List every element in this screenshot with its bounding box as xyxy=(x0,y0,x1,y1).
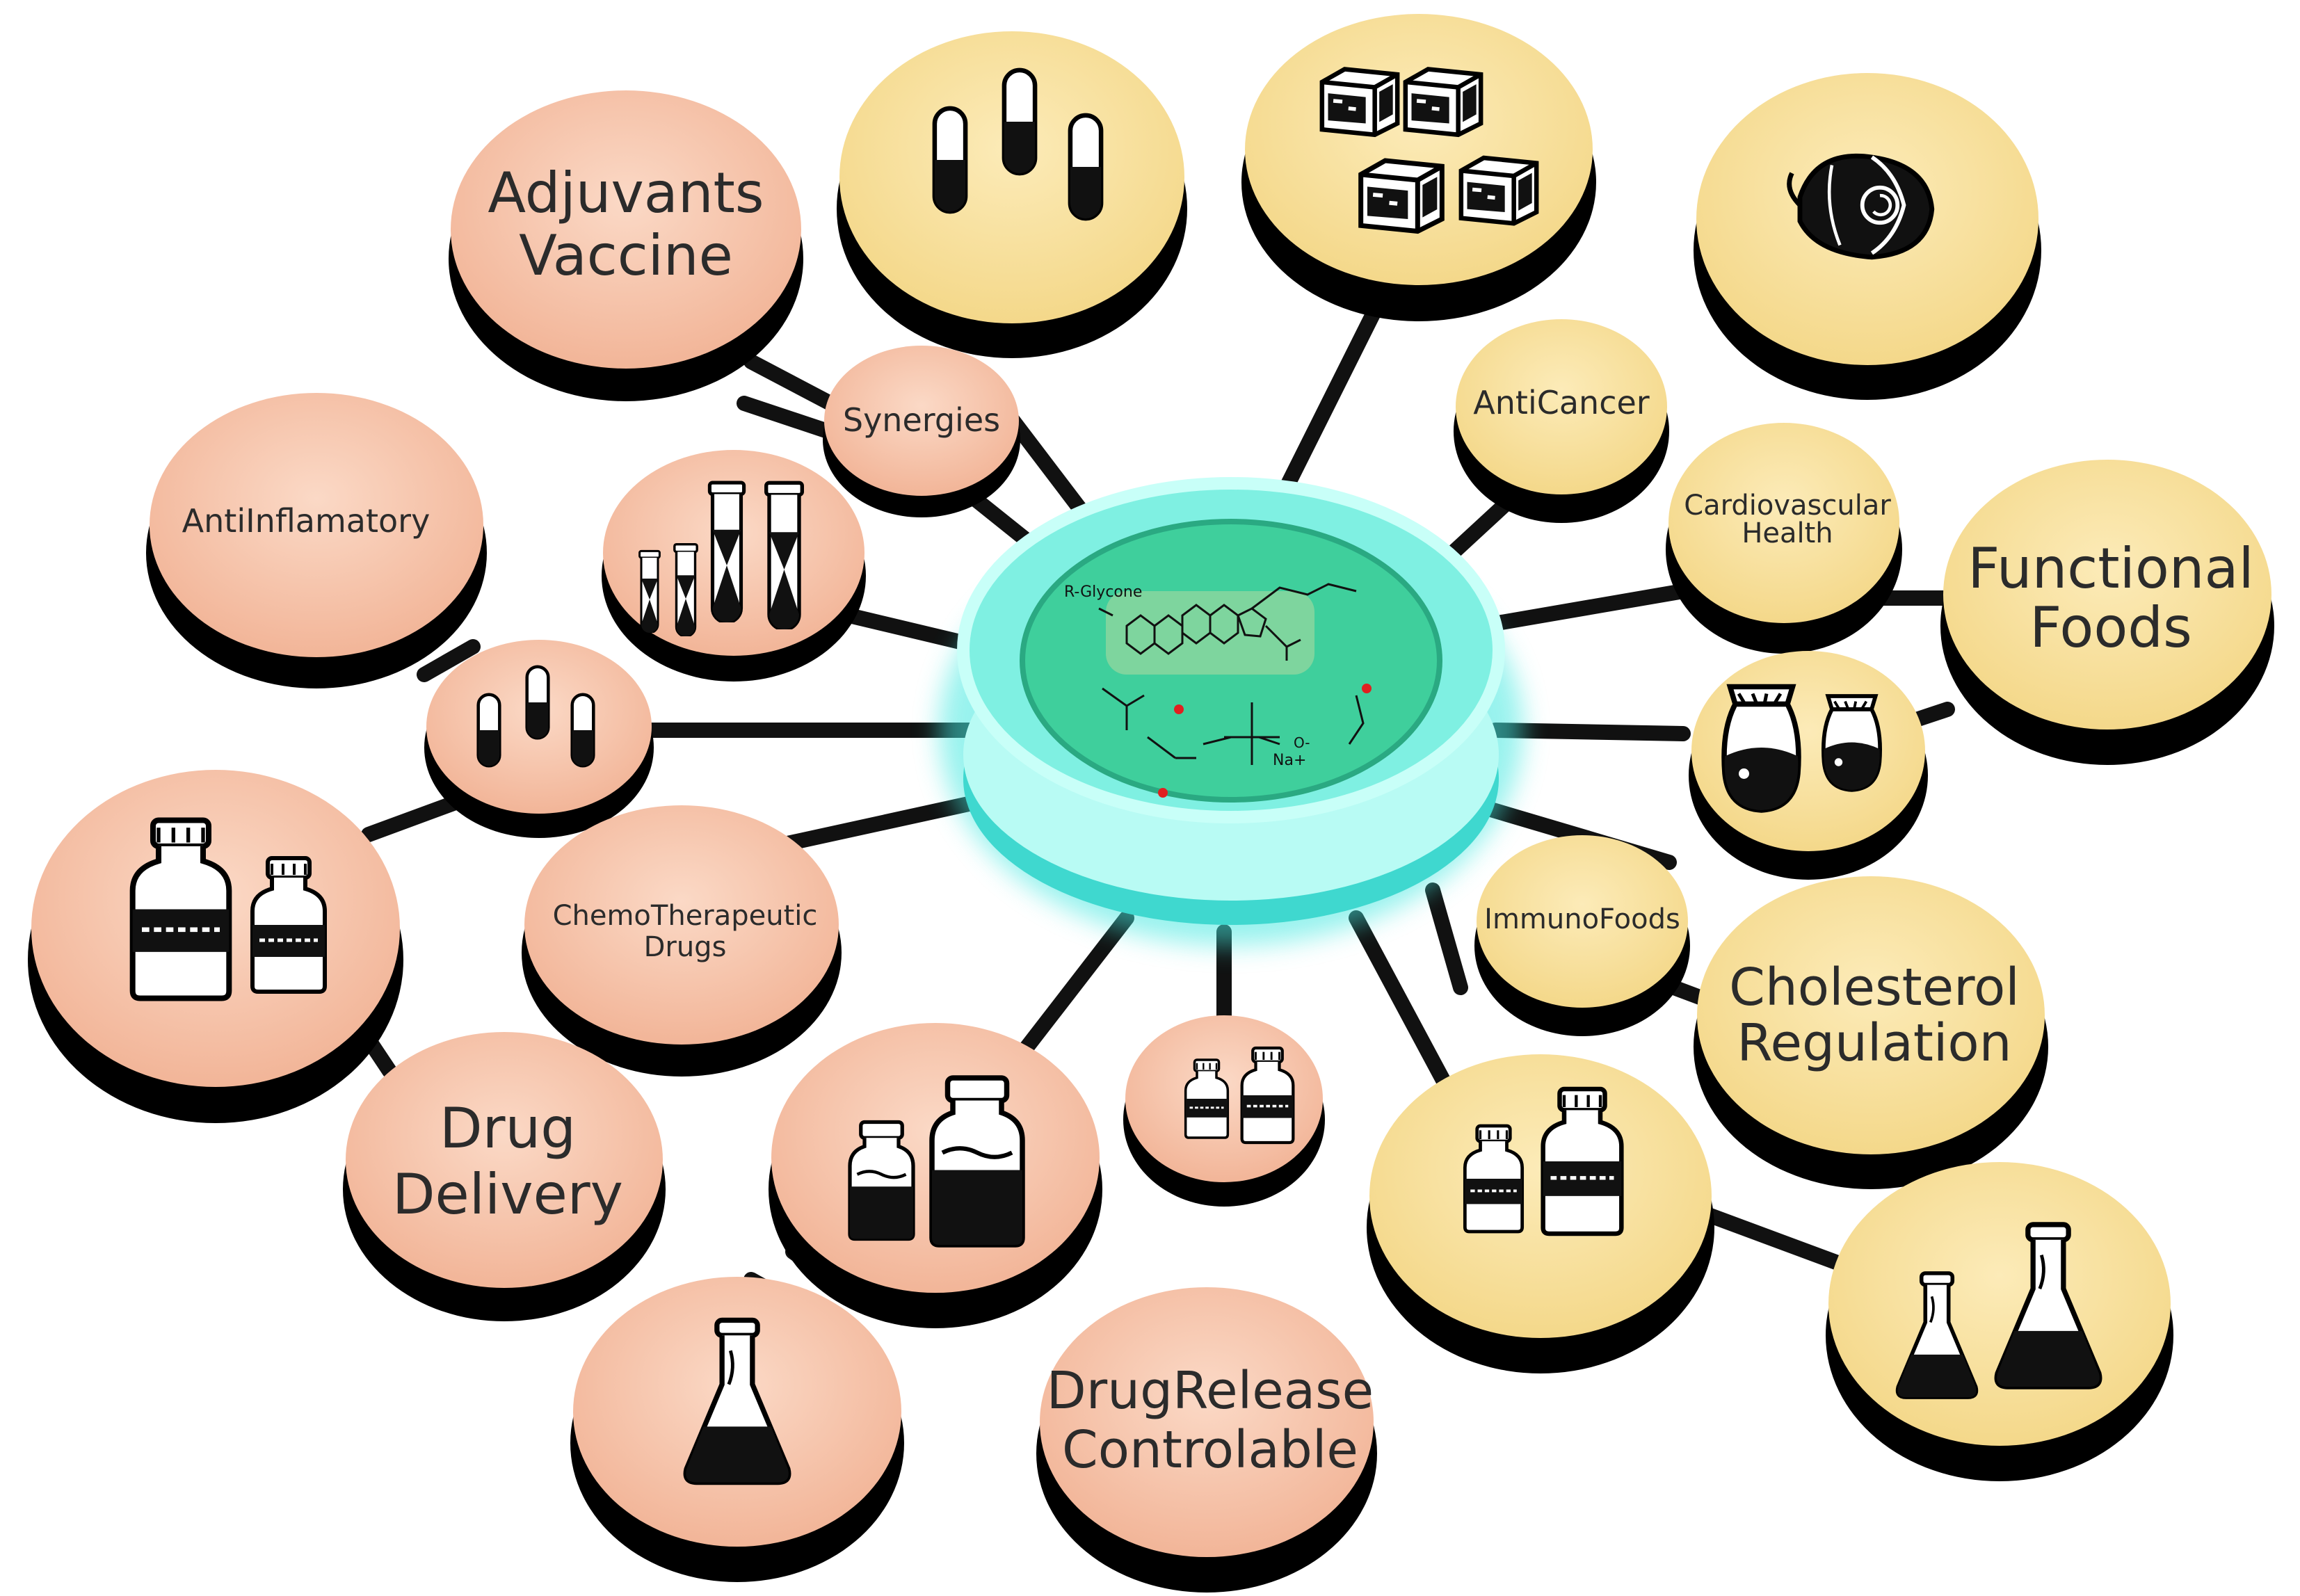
drug-release-label-line1: DrugRelease xyxy=(1047,1361,1374,1421)
node-drug-release: DrugRelease Controlable xyxy=(1036,1287,1377,1593)
oxygen-atom xyxy=(1362,684,1372,693)
node-cholesterol-regulation: Cholesterol Regulation xyxy=(1694,876,2048,1189)
oxygen-atom xyxy=(1174,704,1184,714)
oxygen-atom xyxy=(1158,788,1168,798)
adjuvants-label-line1: Adjuvants xyxy=(488,161,764,225)
node-supplement-bottles xyxy=(1367,1054,1714,1373)
capsule-icon xyxy=(479,695,500,766)
capsule-icon xyxy=(1070,115,1101,218)
node-functional-foods: Functional Foods xyxy=(1940,460,2274,765)
sugar-cube-icon xyxy=(1322,70,1397,135)
chemo-label-line2: Drugs xyxy=(644,931,727,963)
adjuvants-label-line2: Vaccine xyxy=(519,223,733,288)
capsule-icon xyxy=(935,108,965,211)
node-small-bottles xyxy=(1123,1015,1325,1207)
anti-inflammatory-label: AntiInflamatory xyxy=(182,502,431,540)
node-immunofoods: ImmunoFoods xyxy=(1474,835,1690,1036)
capsule-icon xyxy=(527,667,549,739)
cholesterol-label-line1: Cholesterol xyxy=(1729,958,2020,1017)
node-synergies: Synergies xyxy=(823,346,1020,517)
drug-delivery-label-line2: Delivery xyxy=(392,1162,623,1227)
node-garlic xyxy=(1694,73,2041,400)
capsule-icon xyxy=(572,695,594,766)
saponin-molecule xyxy=(1098,583,1365,765)
node-anti-inflammatory: AntiInflamatory xyxy=(146,393,487,688)
node-medicine-bottles xyxy=(28,770,403,1123)
node-capsules xyxy=(837,31,1187,358)
cardiovascular-label-line2: Health xyxy=(1742,517,1833,549)
node-jars xyxy=(769,1023,1102,1328)
functional-foods-label-line2: Foods xyxy=(2029,595,2192,660)
cardiovascular-label-line1: Cardiovascular xyxy=(1684,490,1891,522)
aglycone-label: R-Glycone xyxy=(1064,583,1142,601)
node-chemotherapeutic-drugs: ChemoTherapeutic Drugs xyxy=(522,805,842,1077)
counter-ion-label: Na+ xyxy=(1273,752,1306,769)
immunofoods-label: ImmunoFoods xyxy=(1484,903,1680,935)
test-tube-icon xyxy=(766,483,803,629)
center-hub: R-Glycone Na+ O- xyxy=(939,477,1523,946)
chemo-label-line1: ChemoTherapeutic xyxy=(553,900,818,932)
test-tube-icon xyxy=(709,483,743,622)
functional-foods-label-line1: Functional xyxy=(1968,536,2254,601)
node-adjuvants-vaccine: Adjuvants Vaccine xyxy=(449,90,803,401)
oxygen-minus-label: O- xyxy=(1294,734,1310,751)
drug-release-label-line2: Controlable xyxy=(1062,1420,1358,1480)
node-test-tubes xyxy=(602,450,866,682)
test-tube-icon xyxy=(675,545,697,636)
synergies-label: Synergies xyxy=(843,401,1000,439)
node-sugar-cubes xyxy=(1241,14,1596,321)
cholesterol-label-line2: Regulation xyxy=(1737,1013,2011,1073)
capsule-icon xyxy=(1004,70,1035,173)
node-pill-capsules xyxy=(424,640,654,838)
jar-icon xyxy=(1724,687,1799,811)
node-flask xyxy=(570,1277,904,1582)
sugar-cube-icon xyxy=(1361,161,1442,232)
jar-icon xyxy=(1824,696,1880,790)
sugar-cube-icon xyxy=(1461,158,1536,223)
node-cardiovascular-health: Cardiovascular Health xyxy=(1666,423,1902,654)
node-pot-jars xyxy=(1689,651,1928,880)
test-tube-icon xyxy=(638,549,661,633)
node-drug-delivery: Drug Delivery xyxy=(343,1032,666,1321)
drug-delivery-label-line1: Drug xyxy=(440,1096,576,1161)
node-erlenmeyer-flasks xyxy=(1826,1162,2173,1481)
node-anticancer: AntiCancer xyxy=(1454,319,1669,523)
sugar-cube-icon xyxy=(1406,70,1481,135)
anticancer-label: AntiCancer xyxy=(1473,384,1649,421)
